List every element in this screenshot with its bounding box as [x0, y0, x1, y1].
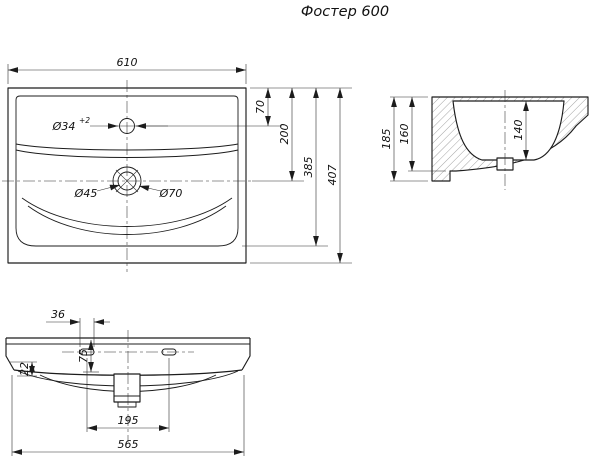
bowl-cavity: [452, 100, 565, 161]
dim-bottom-width: 565: [118, 438, 139, 451]
dim-body-height: 160: [398, 124, 411, 145]
front-right-profile: [241, 338, 251, 371]
dim-bowl-depth: 140: [512, 120, 525, 141]
dim-faucet-offset: 70: [254, 100, 267, 114]
dim-overall-width: 610: [117, 56, 138, 69]
deck-edge-line-2: [15, 149, 239, 158]
overflow-circle: [112, 166, 142, 196]
bowl-slope-curve: [21, 197, 233, 227]
overflow-diameter-label: Ø70: [159, 187, 183, 200]
leader-line: [138, 185, 162, 192]
dim-slots-span: 195: [118, 414, 139, 427]
front-left-profile: [5, 338, 15, 371]
dim-overall-height: 185: [380, 129, 393, 150]
drain-trap: [113, 373, 141, 403]
drawing-title: Фостер 600: [301, 4, 389, 20]
leader-line: [96, 184, 121, 192]
front-view: 36 75 22 195 565: [5, 308, 251, 456]
trap-foot: [117, 402, 137, 408]
dim-overall-depth: 407: [326, 165, 339, 186]
dim-apron-height: 22: [18, 362, 31, 376]
basin-inner-rim: [15, 95, 239, 247]
side-section-view: 185 160 140: [380, 90, 589, 190]
dim-slot-length: 36: [51, 308, 65, 321]
faucet-hole-diameter-label: Ø34: [52, 120, 76, 133]
drain-diameter-label: Ø45: [74, 187, 98, 200]
top-view: 610 70 200 385 407 Ø34 +2 Ø45 Ø70: [2, 56, 352, 272]
drain-hole: [117, 171, 137, 191]
dim-basin-depth: 385: [302, 157, 315, 178]
faucet-hole-tolerance-label: +2: [79, 116, 90, 125]
dim-slot-drop: 75: [77, 349, 90, 363]
dim-drain-offset: 200: [278, 124, 291, 145]
